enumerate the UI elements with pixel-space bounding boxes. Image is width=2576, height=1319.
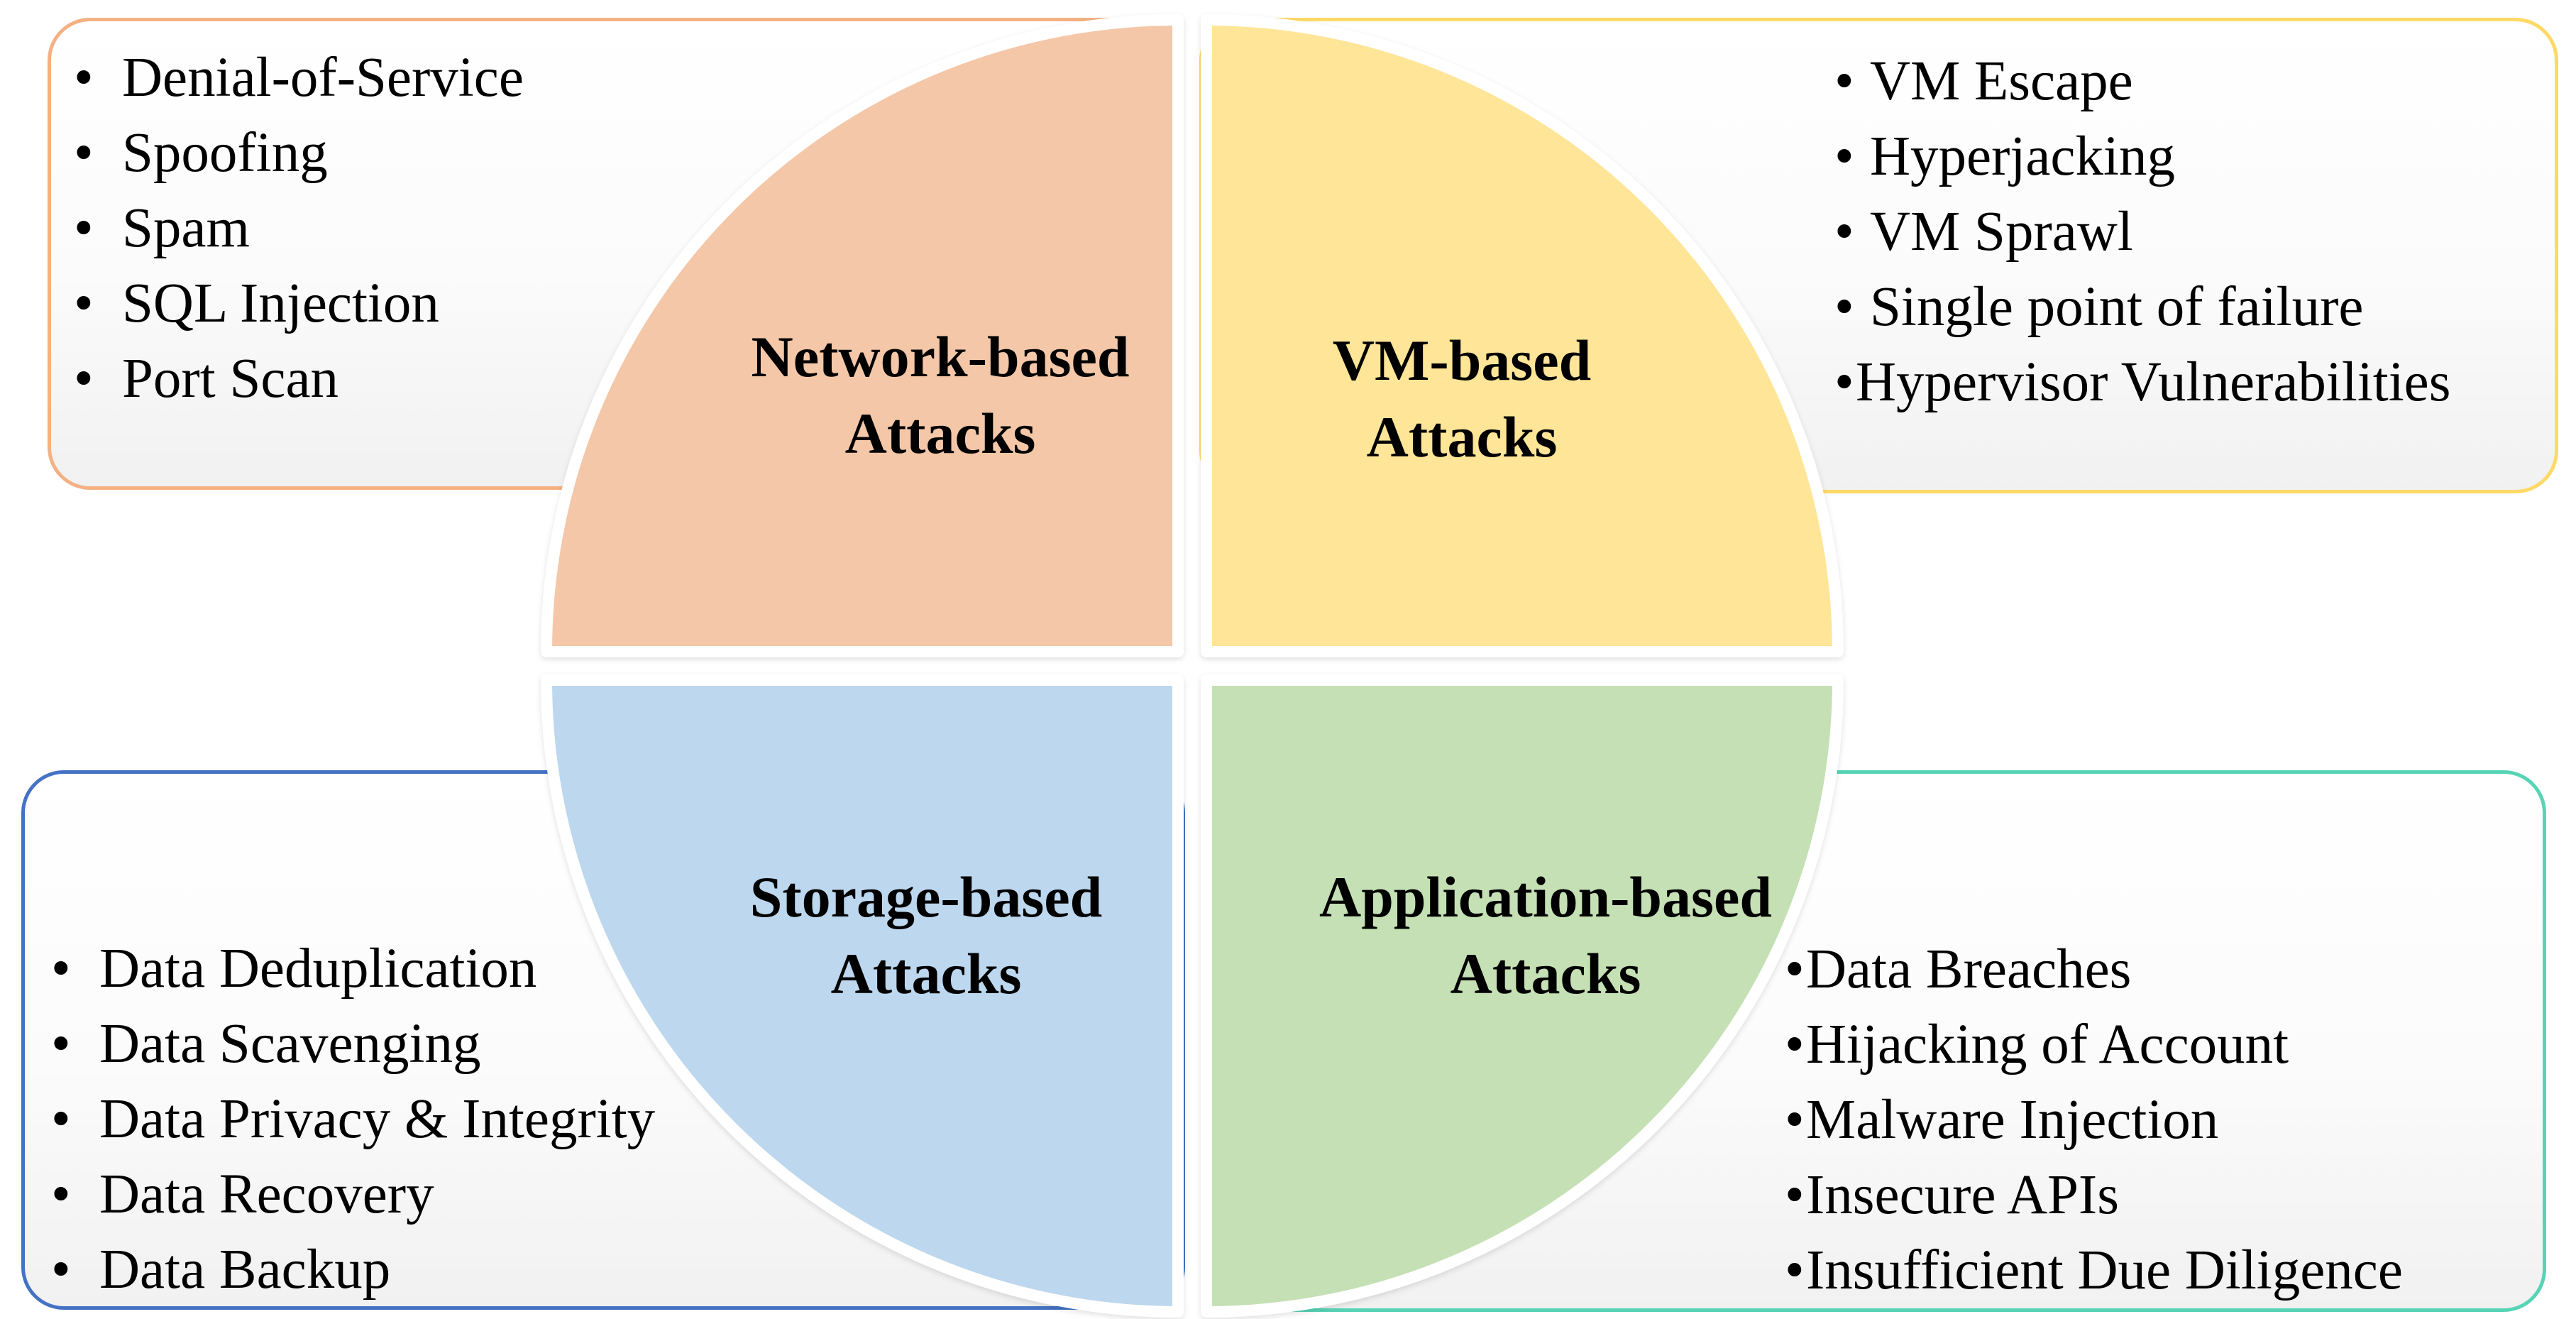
list-item: • Data Backup	[51, 1232, 655, 1308]
list-item-label: Malware Injection	[1806, 1089, 2219, 1151]
application-quadrant-segment	[1201, 674, 1844, 1318]
storage-title-line1: Storage-based	[749, 865, 1103, 929]
list-item: • Spoofing	[74, 116, 524, 191]
list-item-label: Insufficient Due Diligence	[1806, 1239, 2403, 1301]
vm-title-line2: Attacks	[1366, 405, 1558, 469]
list-item: •Insecure APIs	[1785, 1158, 2403, 1233]
list-item-label: Data Recovery	[99, 1164, 434, 1225]
list-item-label: Data Breaches	[1806, 938, 2132, 1000]
network-quadrant-segment	[541, 14, 1184, 657]
list-item: • Data Recovery	[51, 1157, 655, 1232]
bullet-icon: •	[1785, 1239, 1805, 1301]
list-item: •Insufficient Due Diligence	[1785, 1233, 2403, 1308]
network-title-line2: Attacks	[844, 401, 1036, 466]
list-item-label: Hijacking of Account	[1806, 1014, 2289, 1076]
list-item: • Spam	[74, 191, 524, 266]
application-attacks-list: •Data Breaches •Hijacking of Account •Ma…	[1785, 932, 2403, 1308]
bullet-icon: •	[1785, 1089, 1805, 1151]
network-attacks-list: • Denial-of-Service • Spoofing • Spam • SQL …	[74, 40, 524, 417]
list-item-label: Insecure APIs	[1806, 1164, 2119, 1226]
list-item-label: Spam	[122, 197, 250, 259]
bullet-icon: •	[51, 1164, 71, 1225]
application-title-line1: Application-based	[1319, 865, 1772, 929]
list-item: • Denial-of-Service	[74, 40, 524, 116]
vm-attacks-title: VM-based Attacks	[1178, 322, 1746, 476]
list-item-label: VM Escape	[1870, 50, 2133, 112]
list-item-label: Hypervisor Vulnerabilities	[1856, 351, 2451, 413]
list-item-label: Data Deduplication	[99, 938, 537, 1000]
list-item-label: SQL Injection	[122, 273, 439, 334]
bullet-icon: •	[74, 348, 94, 410]
list-item: • Data Scavenging	[51, 1007, 655, 1082]
list-item: •Malware Injection	[1785, 1083, 2403, 1158]
list-item: • VM Sprawl	[1834, 195, 2451, 270]
list-item-label: Data Scavenging	[99, 1013, 481, 1075]
vm-attacks-list: • VM Escape • Hyperjacking • VM Sprawl • Sin…	[1834, 44, 2451, 420]
list-item: •Hijacking of Account	[1785, 1007, 2403, 1083]
list-item-label: VM Sprawl	[1870, 201, 2133, 263]
storage-attacks-title: Storage-based Attacks	[642, 859, 1210, 1012]
list-item-label: Data Backup	[99, 1239, 391, 1301]
list-item: • Data Privacy & Integrity	[51, 1082, 655, 1157]
list-item-label: Denial-of-Service	[122, 47, 524, 109]
vm-title-line1: VM-based	[1332, 328, 1592, 393]
bullet-icon: •	[74, 47, 94, 109]
bullet-icon: •	[74, 122, 94, 184]
network-title-line1: Network-based	[751, 324, 1130, 389]
bullet-icon: •	[1834, 50, 1854, 112]
bullet-icon: •	[1834, 201, 1854, 263]
bullet-icon: •	[1834, 276, 1854, 338]
bullet-icon: •	[1834, 126, 1854, 187]
list-item-label: Single point of failure	[1870, 276, 2364, 338]
list-item: • Hyperjacking	[1834, 119, 2451, 195]
bullet-icon: •	[1785, 1014, 1805, 1076]
list-item: • VM Escape	[1834, 44, 2451, 119]
list-item: • SQL Injection	[74, 266, 524, 341]
list-item-label: Port Scan	[122, 348, 339, 410]
list-item: •Hypervisor Vulnerabilities	[1834, 345, 2451, 420]
network-attacks-title: Network-based Attacks	[656, 319, 1224, 472]
bullet-icon: •	[51, 1013, 71, 1075]
list-item: •Data Breaches	[1785, 932, 2403, 1007]
storage-quadrant-segment	[541, 674, 1184, 1318]
list-item: • Single point of failure	[1834, 270, 2451, 345]
list-item-label: Data Privacy & Integrity	[99, 1088, 656, 1150]
bullet-icon: •	[74, 273, 94, 334]
bullet-icon: •	[1834, 351, 1854, 413]
application-attacks-title: Application-based Attacks	[1262, 859, 1829, 1012]
vm-quadrant-segment	[1201, 14, 1844, 657]
application-title-line2: Attacks	[1450, 941, 1641, 1006]
bullet-icon: •	[1785, 938, 1805, 1000]
bullet-icon: •	[1785, 1164, 1805, 1226]
bullet-icon: •	[51, 938, 71, 1000]
bullet-icon: •	[74, 197, 94, 259]
list-item-label: Hyperjacking	[1870, 126, 2175, 187]
bullet-icon: •	[51, 1088, 71, 1150]
bullet-icon: •	[51, 1239, 71, 1301]
list-item: • Data Deduplication	[51, 931, 655, 1007]
storage-attacks-list: • Data Deduplication • Data Scavenging • Da…	[51, 931, 655, 1308]
storage-title-line2: Attacks	[830, 941, 1022, 1006]
list-item: • Port Scan	[74, 341, 524, 417]
list-item-label: Spoofing	[122, 122, 328, 184]
